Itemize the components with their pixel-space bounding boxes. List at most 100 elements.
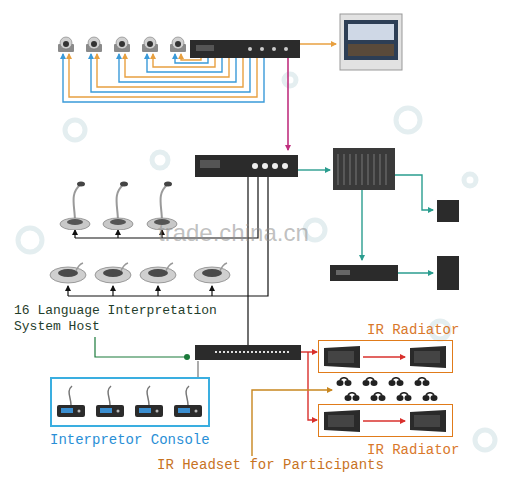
- conference-controller: [252, 163, 258, 169]
- ir-radiators: [410, 346, 446, 368]
- audio-mixer: [338, 154, 386, 185]
- speakers: [437, 256, 459, 290]
- projection-screen: [348, 44, 394, 56]
- radiator-cables: [301, 351, 317, 352]
- conference-controller: [200, 160, 220, 168]
- microphone-cables: [247, 177, 248, 345]
- amplifier: [330, 265, 398, 281]
- background-circles: [18, 74, 495, 450]
- cameras: [170, 37, 186, 52]
- delegate-units: [50, 263, 86, 283]
- delegate-units: [95, 263, 131, 283]
- video-switcher: [190, 40, 300, 58]
- ir-headsets: [389, 378, 404, 386]
- camera-cables: [91, 54, 250, 92]
- audio-line: [298, 169, 330, 170]
- background-circles: [475, 430, 495, 450]
- ir-headsets: [423, 393, 438, 401]
- interpretation-host: [215, 351, 290, 353]
- headset-leader-line: [252, 390, 332, 456]
- camera-cables: [119, 54, 236, 82]
- host-leader-line: [95, 337, 187, 357]
- amplifier: [336, 270, 350, 275]
- ir-radiator-group: IR Radiator: [318, 340, 453, 373]
- cameras: [58, 37, 186, 52]
- interpretation-host: [195, 345, 301, 360]
- video-switcher: [272, 47, 276, 51]
- interpreter-console-group: Interpretor Console: [50, 377, 210, 427]
- background-circles: [152, 152, 168, 168]
- projection-screen: [340, 14, 402, 70]
- ir-headsets: [345, 393, 360, 401]
- ir-headsets: [337, 378, 352, 386]
- video-switcher: [196, 45, 214, 51]
- camera-cables: [63, 54, 264, 102]
- projection-screen: [344, 20, 398, 60]
- microphone-cables: [157, 286, 158, 296]
- delegate-units: [140, 263, 176, 283]
- audio-line: [398, 272, 433, 273]
- amplifier: [330, 265, 398, 281]
- cameras: [114, 37, 130, 52]
- conference-controller: [282, 163, 288, 169]
- delegate-units: [194, 263, 230, 283]
- background-circles: [65, 120, 85, 140]
- ir-headsets: [415, 378, 430, 386]
- camera-cables: [97, 54, 243, 87]
- audio-mixer: [333, 148, 395, 190]
- radiator-cables: [363, 356, 405, 357]
- node-heading: IR Radiator: [367, 322, 459, 338]
- gooseneck-microphones: [60, 182, 90, 231]
- conference-controller: [195, 155, 298, 177]
- host-leader-line: [184, 354, 190, 360]
- ir-headsets: [337, 378, 438, 401]
- audio-mixer: [333, 148, 395, 190]
- microphone-cables: [67, 286, 68, 296]
- video-switcher: [260, 47, 264, 51]
- ir-radiators: [410, 410, 446, 432]
- video-switcher: [248, 47, 252, 51]
- cameras: [58, 37, 74, 52]
- conference-controller: [272, 163, 278, 169]
- microphone-cables: [112, 286, 113, 296]
- gooseneck-microphones: [103, 182, 133, 231]
- watermark: trade.china.cn: [158, 218, 378, 247]
- radiator-cables: [308, 352, 317, 420]
- background-circles: [18, 228, 42, 252]
- background-circles: [396, 108, 420, 132]
- video-control-line: [287, 58, 289, 150]
- interpreter-consoles: [174, 386, 202, 417]
- ir-radiators: [324, 346, 446, 432]
- delegate-units: [50, 263, 230, 283]
- ir-radiators: [324, 346, 360, 368]
- ir-radiator-group: IR Radiator: [318, 404, 453, 437]
- cameras: [86, 37, 102, 52]
- node-heading: Interpretor Console: [50, 432, 210, 448]
- ir-headsets: [363, 378, 378, 386]
- console-cable: [197, 361, 198, 377]
- microphone-cables: [117, 230, 118, 238]
- ir-headsets: [371, 393, 386, 401]
- video-switcher: [190, 40, 300, 58]
- speakers: [437, 200, 459, 222]
- video-out-line: [300, 43, 336, 44]
- interpreter-consoles: [57, 386, 202, 417]
- interpretation-host: [195, 345, 301, 360]
- microphone-cables: [74, 230, 75, 238]
- speakers: [437, 200, 459, 290]
- audio-line: [395, 175, 433, 210]
- interpreter-consoles: [96, 386, 124, 417]
- host-leader-line: [95, 337, 190, 360]
- callout-label: IR Headset for Participants: [157, 457, 417, 474]
- camera-cables: [63, 54, 264, 102]
- callout-label: 16 Language Interpretation System Host: [14, 303, 229, 335]
- projection-screen: [340, 14, 402, 70]
- radiator-cables: [363, 420, 405, 421]
- video-switcher: [284, 47, 288, 51]
- conference-controller: [262, 163, 268, 169]
- node-heading: IR Radiator: [367, 442, 459, 458]
- background-circles: [284, 74, 296, 86]
- interpreter-consoles: [57, 386, 85, 417]
- interpreter-consoles: [135, 386, 163, 417]
